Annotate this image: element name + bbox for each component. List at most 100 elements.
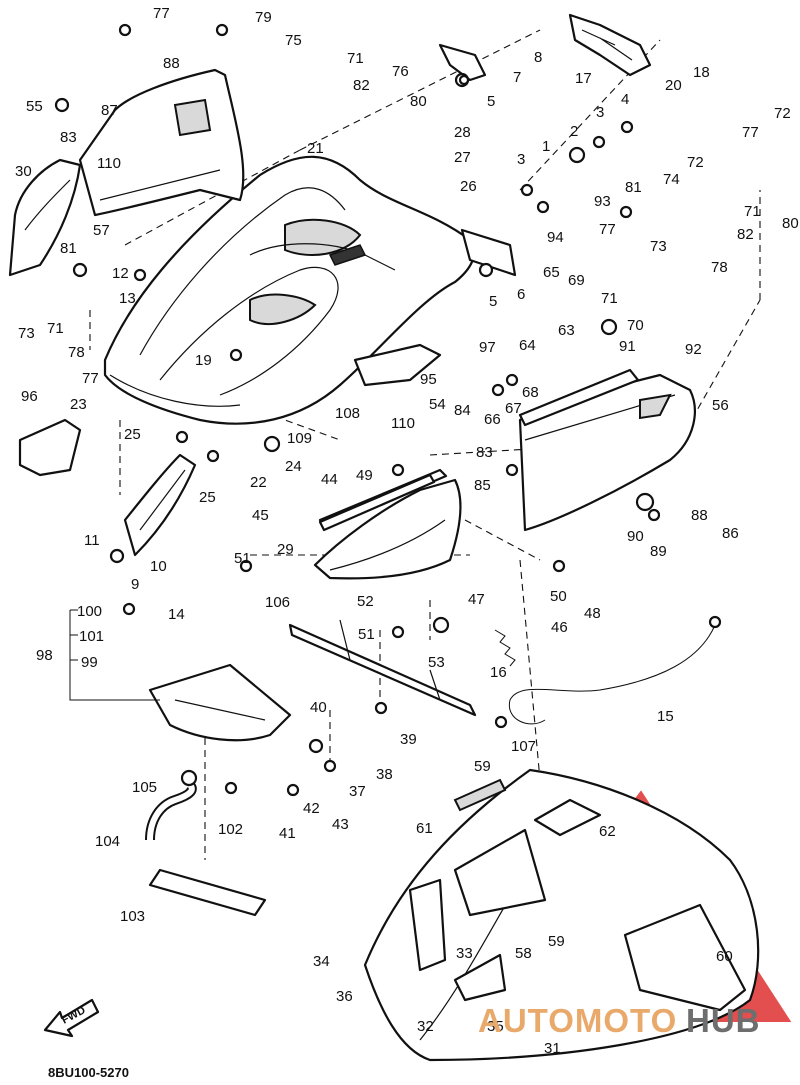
diagram-code: 8BU100-5270 — [48, 1065, 129, 1080]
callout-label: 22 — [250, 474, 267, 491]
callout-label: 25 — [124, 426, 141, 443]
callout-label: 82 — [737, 226, 754, 243]
callout-label: 15 — [657, 708, 674, 725]
callout-label: 53 — [428, 654, 445, 671]
plate-6 — [460, 228, 517, 277]
callout-label: 2 — [570, 123, 578, 140]
fwd-arrow: FWD — [43, 998, 100, 1038]
callout-label: 102 — [218, 821, 243, 838]
callout-label: 52 — [357, 593, 374, 610]
callout-label: 77 — [82, 370, 99, 387]
callout-label: 99 — [81, 654, 98, 671]
callout-label: 4 — [621, 91, 629, 108]
callout-label: 87 — [101, 102, 118, 119]
callout-label: 39 — [400, 731, 417, 748]
callout-label: 76 — [392, 63, 409, 80]
callout-label: 78 — [68, 344, 85, 361]
callout-label: 42 — [303, 800, 320, 817]
callout-label: 46 — [551, 619, 568, 636]
callout-label: 8 — [534, 49, 542, 66]
callout-label: 57 — [93, 222, 110, 239]
callout-label: 11 — [84, 532, 100, 549]
callout-label: 27 — [454, 149, 471, 166]
callout-label: 105 — [132, 779, 157, 796]
callout-label: 90 — [627, 528, 644, 545]
callout-label: 49 — [356, 467, 373, 484]
callout-label: 28 — [454, 124, 471, 141]
callout-label: 94 — [547, 229, 564, 246]
bracket-95 — [353, 343, 442, 387]
callout-label: 70 — [627, 317, 644, 334]
callout-label: 31 — [544, 1040, 561, 1057]
callout-label: 81 — [60, 240, 77, 257]
callout-label: 85 — [474, 477, 491, 494]
callout-label: 41 — [279, 825, 296, 842]
side-panel-30 — [8, 158, 82, 277]
callout-label: 34 — [313, 953, 330, 970]
callout-label: 74 — [663, 171, 680, 188]
callout-label: 91 — [619, 338, 636, 355]
callout-label: 37 — [349, 783, 366, 800]
cable-15 — [508, 615, 722, 725]
callout-label: 51 — [358, 626, 375, 643]
callout-label: 97 — [479, 339, 496, 356]
callout-label: 84 — [454, 402, 471, 419]
callout-label: 78 — [711, 259, 728, 276]
callout-label: 68 — [522, 384, 539, 401]
stay-106 — [288, 619, 477, 717]
callout-label: 82 — [353, 77, 370, 94]
callout-label: 101 — [79, 628, 104, 645]
callout-label: 71 — [347, 50, 364, 67]
inner-panel-57 — [78, 68, 245, 217]
callout-label: 83 — [476, 444, 493, 461]
lower-cowl-56 — [518, 368, 696, 532]
callout-label: 65 — [543, 264, 560, 281]
fasteners — [54, 23, 661, 797]
callout-label: 72 — [774, 105, 791, 122]
callout-label: 30 — [15, 163, 32, 180]
callout-label: 88 — [691, 507, 708, 524]
callout-label: 16 — [490, 664, 507, 681]
callout-label: 81 — [625, 179, 642, 196]
callout-label: 12 — [112, 265, 129, 282]
bracket-99 — [148, 663, 292, 742]
callout-label: 64 — [519, 337, 536, 354]
callout-label: 62 — [599, 823, 616, 840]
callout-label: 23 — [70, 396, 87, 413]
callout-label: 98 — [36, 647, 53, 664]
callout-label: 71 — [47, 320, 64, 337]
callout-label: 50 — [550, 588, 567, 605]
callout-label: 109 — [287, 430, 312, 447]
callout-label: 71 — [744, 203, 761, 220]
callout-label: 5 — [487, 93, 495, 110]
callout-label: 77 — [153, 5, 170, 22]
callout-label: 32 — [417, 1018, 434, 1035]
spring-16 — [494, 629, 516, 667]
callout-label: 73 — [650, 238, 667, 255]
callout-label: 7 — [513, 69, 521, 86]
callout-label: 66 — [484, 411, 501, 428]
bracket-96 — [18, 418, 82, 477]
callout-label: 108 — [335, 405, 360, 422]
callout-label: 6 — [517, 286, 525, 303]
callout-label: 92 — [685, 341, 702, 358]
callout-label: 104 — [95, 833, 120, 850]
callout-label: 43 — [332, 816, 349, 833]
callout-label: 26 — [460, 178, 477, 195]
callout-label: 110 — [97, 155, 121, 172]
callout-label: 38 — [376, 766, 393, 783]
callout-label: 86 — [722, 525, 739, 542]
callout-label: 77 — [742, 124, 759, 141]
callout-label: 110 — [391, 415, 415, 432]
brace-9 — [123, 453, 197, 557]
callout-label: 3 — [596, 104, 604, 121]
watermark-part-a: AUTOMOTO — [478, 1002, 677, 1039]
callout-label: 58 — [515, 945, 532, 962]
callout-label: 107 — [511, 738, 536, 755]
callout-label: 33 — [456, 945, 473, 962]
callout-label: 55 — [26, 98, 43, 115]
callout-label: 59 — [474, 758, 491, 775]
callout-label: 29 — [277, 541, 294, 558]
